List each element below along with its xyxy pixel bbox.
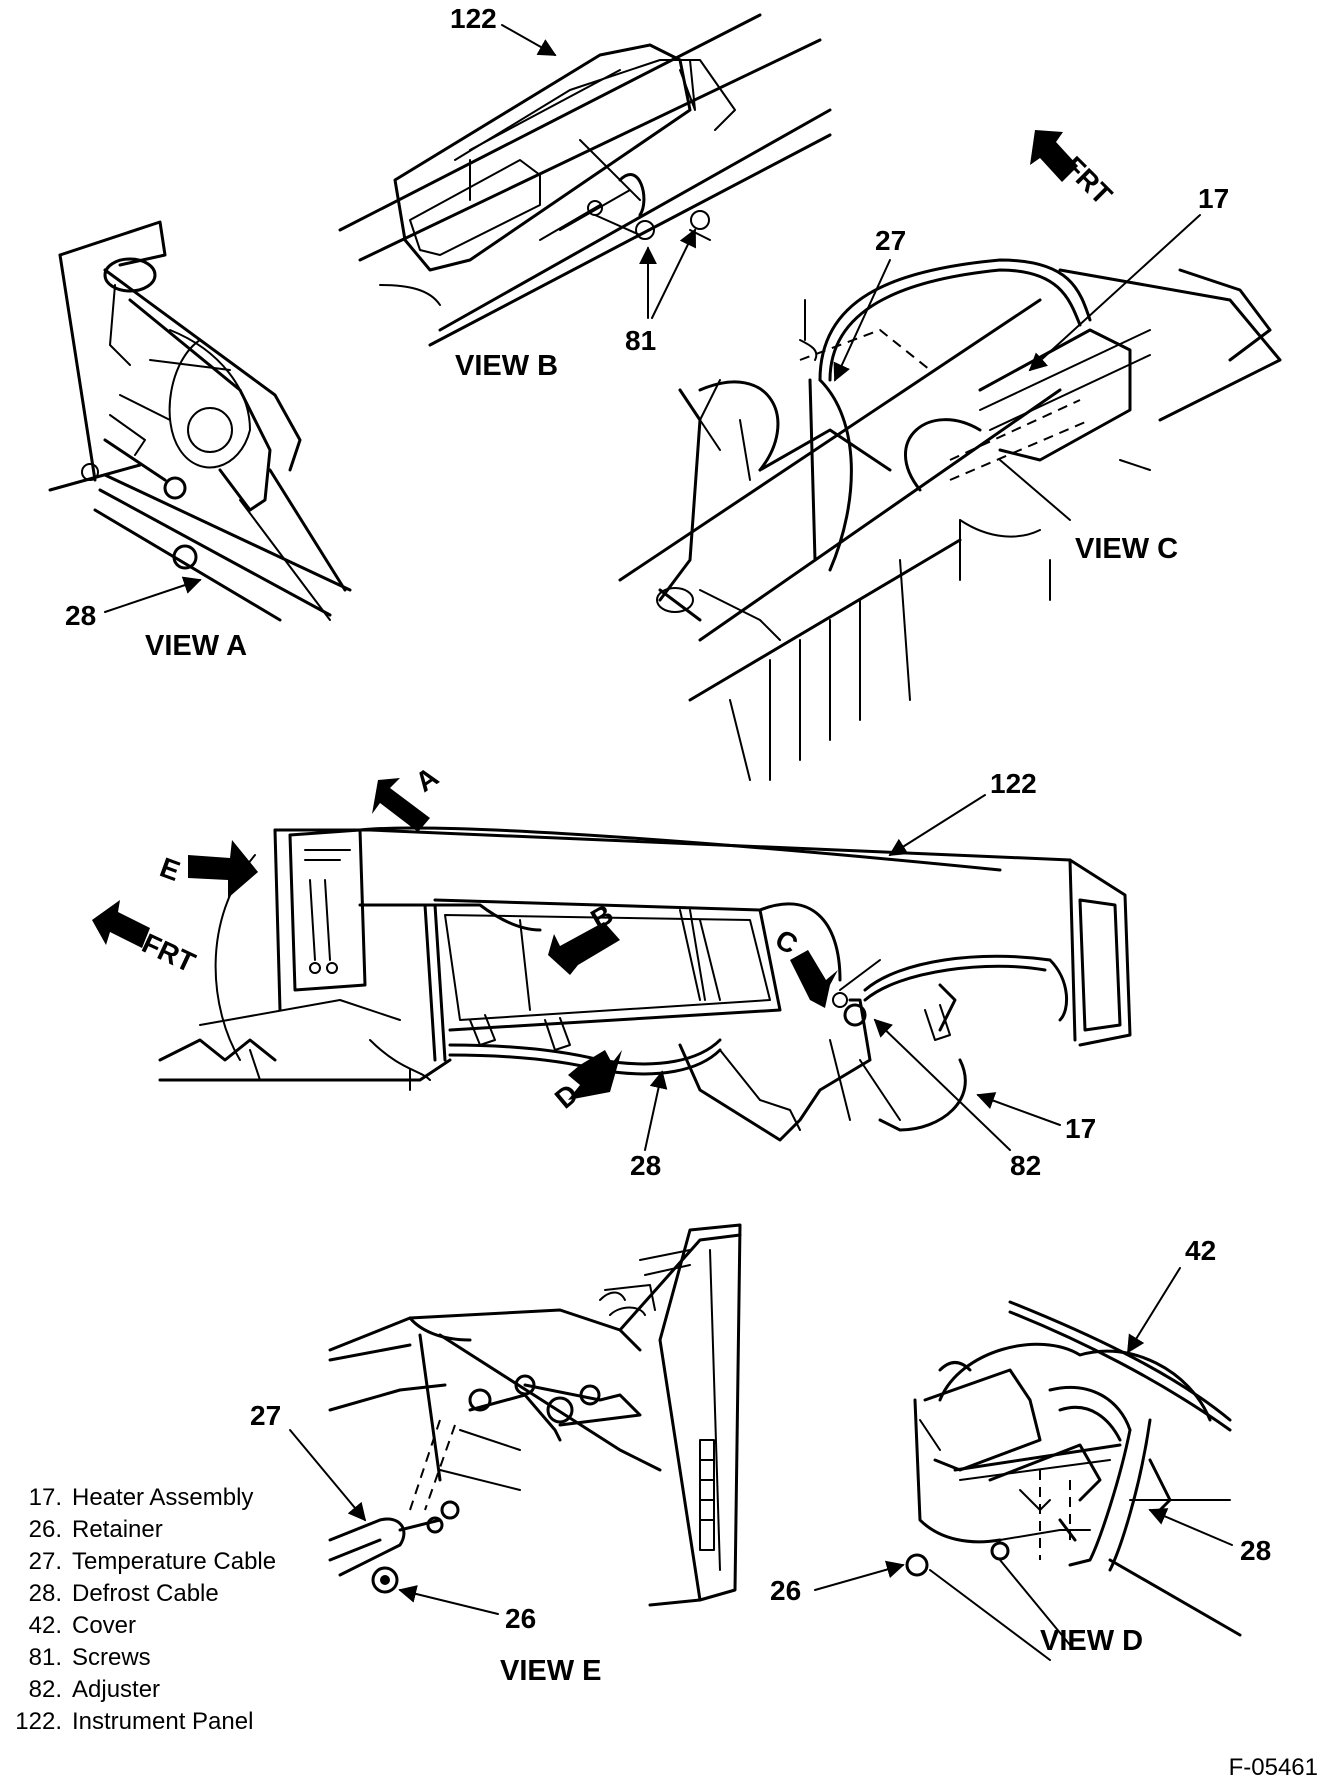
legend-number: 17.: [29, 1484, 62, 1511]
callout-27-view-e: 27: [250, 1400, 281, 1431]
legend-item: 17. Heater Assembly: [29, 1484, 254, 1511]
callout-frt-main: FRT: [137, 927, 199, 978]
legend-item: 28. Defrost Cable: [29, 1580, 219, 1607]
legend-item: 81. Screws: [29, 1644, 151, 1671]
leader-42: [1127, 1267, 1181, 1354]
legend-label: Screws: [72, 1644, 151, 1671]
arrow-d: [568, 1050, 622, 1100]
view-b-label: VIEW B: [455, 350, 558, 382]
view-e-label: VIEW E: [500, 1655, 602, 1687]
callout-26-view-e: 26: [505, 1603, 536, 1634]
parts-legend: 17. Heater Assembly 26. Retainer 27. Tem…: [15, 1484, 276, 1735]
legend-item: 27. Temperature Cable: [29, 1548, 276, 1575]
arrow-a: [372, 778, 430, 832]
callout-28-view-d: 28: [1240, 1535, 1271, 1566]
legend-number: 27.: [29, 1548, 62, 1575]
figure-id: F-05461: [1229, 1754, 1318, 1781]
legend-label: Temperature Cable: [72, 1548, 276, 1575]
callout-27-view-c: 27: [875, 225, 906, 256]
leader-28-view-a: [104, 576, 202, 613]
legend-item: 26. Retainer: [29, 1516, 163, 1543]
view-a-illustration: [48, 220, 352, 622]
view-d-label: VIEW D: [1040, 1625, 1143, 1657]
leader-27-view-c: [833, 259, 891, 382]
legend-item: 122. Instrument Panel: [15, 1708, 253, 1735]
legend-label: Cover: [72, 1612, 136, 1639]
leader-26-view-d: [814, 1560, 905, 1591]
leader-81-b: [651, 228, 696, 319]
legend-number: 28.: [29, 1580, 62, 1607]
view-c-illustration: [618, 258, 1282, 781]
callout-26-view-d: 26: [770, 1575, 801, 1606]
legend-label: Heater Assembly: [72, 1484, 253, 1511]
view-e-illustration: [328, 1223, 742, 1607]
legend-number: 26.: [29, 1516, 62, 1543]
frt-arrow-main: [92, 900, 150, 948]
callout-122-view-b: 122: [450, 3, 497, 34]
callout-28-main: 28: [630, 1150, 661, 1181]
callout-81: 81: [625, 325, 656, 356]
view-c-label: VIEW C: [1075, 533, 1178, 565]
view-d-illustration: [905, 1300, 1242, 1661]
leader-28-main: [644, 1070, 668, 1151]
arrow-c: [790, 950, 838, 1008]
legend-label: Adjuster: [72, 1676, 160, 1703]
callout-42: 42: [1185, 1235, 1216, 1266]
arrow-e-label: E: [156, 852, 184, 888]
view-a-label: VIEW A: [145, 630, 247, 662]
arrow-a-label: A: [410, 761, 444, 798]
legend-item: 42. Cover: [29, 1612, 136, 1639]
arrow-c-label: C: [770, 923, 803, 960]
legend-label: Retainer: [72, 1516, 163, 1543]
callout-17-view-c: 17: [1198, 183, 1229, 214]
legend-number: 82.: [29, 1676, 62, 1703]
callout-82: 82: [1010, 1150, 1041, 1181]
leader-26-view-e: [398, 1585, 499, 1615]
legend-label: Defrost Cable: [72, 1580, 219, 1607]
leader-28-view-d: [1148, 1508, 1233, 1546]
view-b-illustration: [338, 13, 832, 347]
leader-82: [873, 1018, 1011, 1151]
legend-number: 81.: [29, 1644, 62, 1671]
frt-arrow-view-c: [1030, 130, 1078, 182]
legend-number: 122.: [15, 1708, 62, 1735]
callout-122-main: 122: [990, 768, 1037, 799]
legend-item: 82. Adjuster: [29, 1676, 160, 1703]
arrow-b: [548, 922, 620, 975]
legend-label: Instrument Panel: [72, 1708, 253, 1735]
leader-122-view-b: [501, 24, 557, 56]
callout-17-main: 17: [1065, 1113, 1096, 1144]
arrow-e: [188, 840, 258, 898]
leader-122-main: [888, 794, 986, 856]
leader-17-main: [976, 1092, 1061, 1126]
legend-number: 42.: [29, 1612, 62, 1639]
leader-27-view-e: [289, 1429, 367, 1522]
leader-17-view-c: [1028, 214, 1201, 372]
main-instrument-panel-illustration: [158, 826, 1132, 1142]
callout-28-view-a: 28: [65, 600, 96, 631]
